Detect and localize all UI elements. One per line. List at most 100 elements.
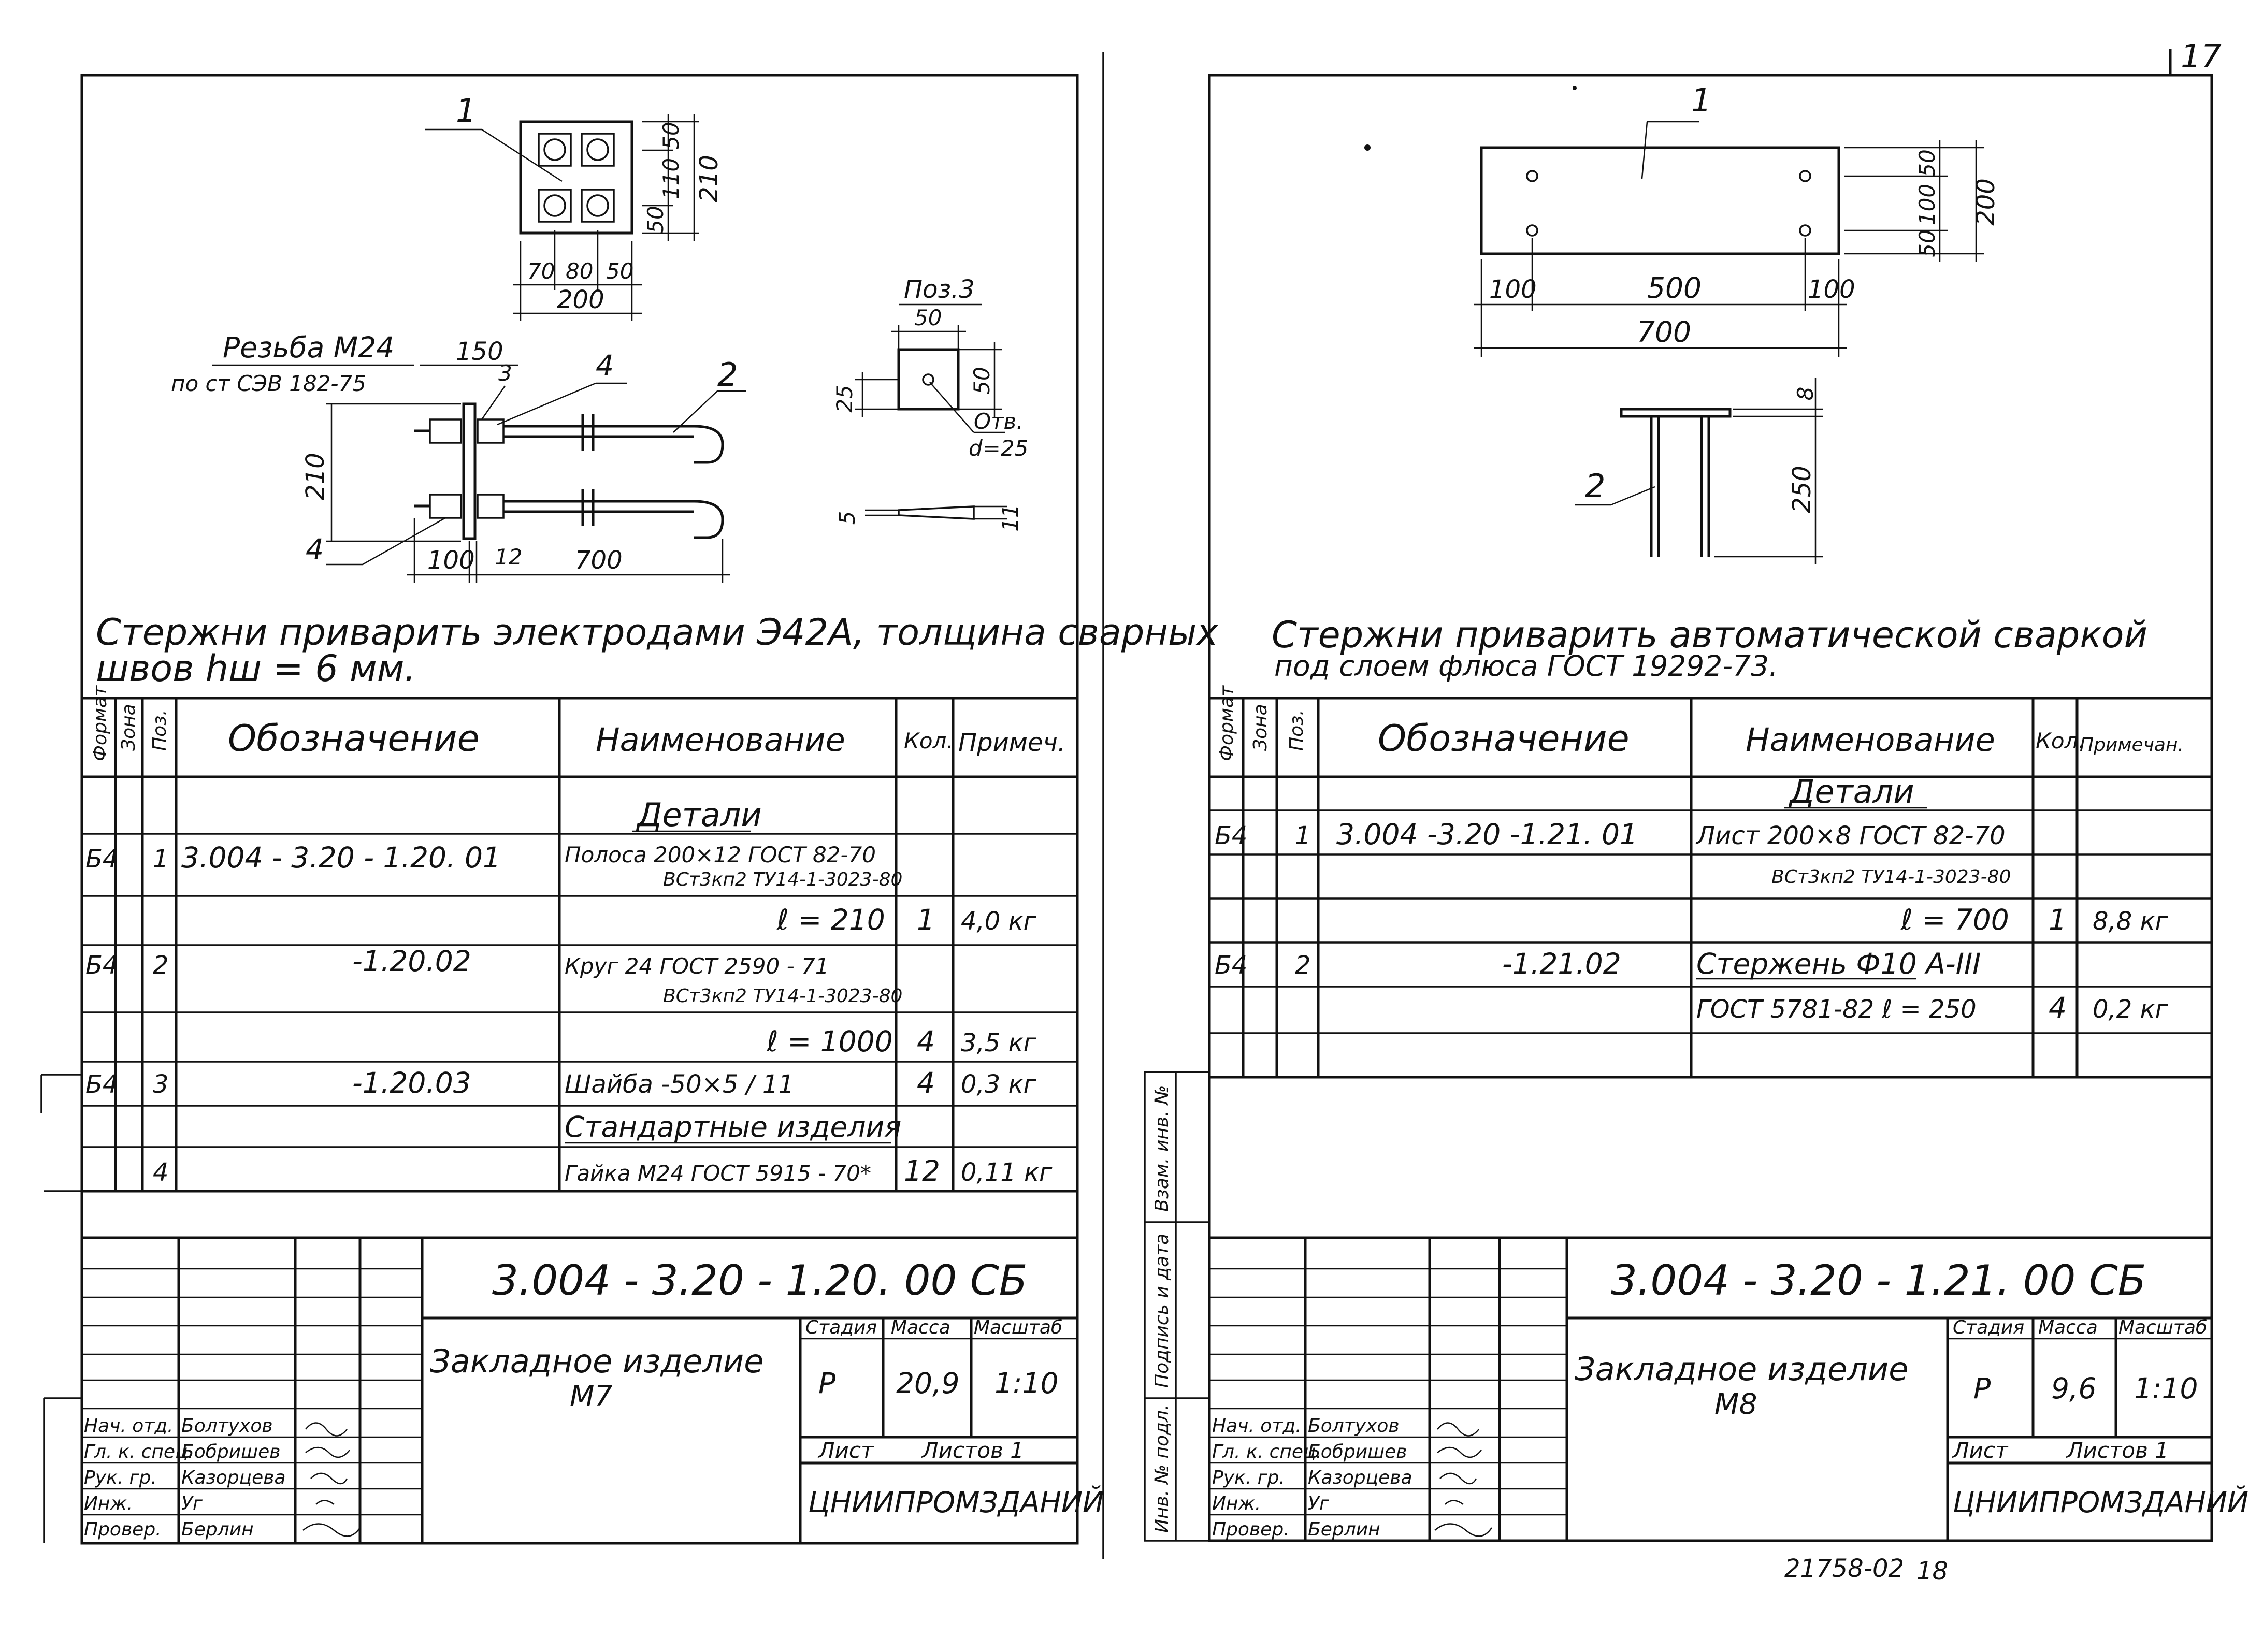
left-side-view: Резьба М24 по ст СЭВ 182-75 150 bbox=[171, 331, 746, 583]
right-row3-qty: 1 bbox=[2049, 903, 2067, 936]
left-spec-table: Формат Зона Поз. Обозначение Наименовани… bbox=[82, 685, 1077, 1193]
right-side-stamp: Взам. инв. № Подпись и дата Инв. № подл. bbox=[1144, 1071, 1210, 1542]
left-scale-head: Масштаб bbox=[974, 1317, 1062, 1338]
left-row9-note: 0,11 кг bbox=[961, 1158, 1053, 1187]
left-callout-4a: 4 bbox=[596, 349, 614, 382]
right-title-block: 3.004 - 3.20 - 1.21. 00 СБ Закладное изд… bbox=[1209, 1236, 2248, 1541]
hole-label-1: Отв. bbox=[974, 409, 1024, 434]
dim-w70: 70 bbox=[527, 258, 555, 284]
left-row1-des: 3.004 - 3.20 - 1.20. 01 bbox=[181, 841, 501, 874]
right-spec-table: Формат Зона Поз. Обозначение Наименовани… bbox=[1209, 685, 2212, 1079]
dim-p50: 50 bbox=[914, 305, 942, 330]
right-head-note: Примечан. bbox=[2080, 734, 2184, 756]
left-sheet-label: Лист bbox=[817, 1438, 874, 1463]
left-role-2: Рук. гр. bbox=[84, 1467, 157, 1488]
dim-r-d100: 100 bbox=[1914, 184, 1940, 225]
dim-s100: 100 bbox=[427, 546, 475, 575]
left-head-note: Примеч. bbox=[958, 728, 1065, 757]
hole-label-2: d=25 bbox=[969, 436, 1028, 461]
right-row4-pos: 2 bbox=[1295, 951, 1311, 980]
right-title-name-2: М8 bbox=[1714, 1387, 1757, 1421]
left-mass-head: Масса bbox=[891, 1317, 950, 1338]
left-title-name-2: М7 bbox=[570, 1380, 612, 1413]
right-sheet-num: 17 bbox=[2181, 37, 2222, 75]
right-row5-name: ГОСТ 5781-82 ℓ = 250 bbox=[1696, 995, 1977, 1024]
left-row0-name: Детали bbox=[636, 796, 762, 834]
right-row5-note: 0,2 кг bbox=[2093, 995, 2169, 1024]
left-washer-detail: Поз.3 50 50 25 Отв. d=25 bbox=[832, 275, 1028, 532]
left-role-3: Инж. bbox=[84, 1493, 133, 1514]
dim-w200: 200 bbox=[557, 285, 604, 314]
left-callout-1: 1 bbox=[456, 92, 476, 129]
speck bbox=[1364, 144, 1371, 151]
right-mass-head: Масса bbox=[2038, 1317, 2098, 1338]
bottom-code: 21758-02 bbox=[1784, 1554, 1904, 1583]
dim-r-d200: 200 bbox=[1971, 178, 2000, 226]
dim-w50: 50 bbox=[606, 258, 633, 284]
left-title-block: 3.004 - 3.20 - 1.20. 00 СБ Закладное изд… bbox=[82, 1236, 1104, 1543]
right-row3-name: ℓ = 700 bbox=[1900, 903, 2009, 936]
left-row9-pos: 4 bbox=[153, 1158, 169, 1187]
left-person-4: Берлин bbox=[181, 1519, 254, 1540]
left-head-zone: Зона bbox=[118, 704, 139, 751]
left-head-name: Наименование bbox=[596, 721, 845, 759]
left-row7-pos: 3 bbox=[153, 1070, 169, 1099]
left-row3-name: ℓ = 210 bbox=[776, 903, 885, 936]
dim-p11: 11 bbox=[998, 504, 1023, 531]
left-stage: Р bbox=[818, 1367, 836, 1400]
dim-s210: 210 bbox=[301, 453, 330, 500]
dim-s12: 12 bbox=[495, 544, 522, 570]
right-stage: Р bbox=[1973, 1372, 1991, 1405]
dim-r-d100b: 100 bbox=[1808, 275, 1855, 304]
left-head-format: Формат bbox=[90, 685, 111, 761]
right-row0-name: Детали bbox=[1788, 773, 1914, 810]
right-mass: 9,6 bbox=[2051, 1372, 2096, 1405]
right-title-code: 3.004 - 3.20 - 1.21. 00 СБ bbox=[1611, 1256, 2146, 1305]
left-row4-name: Круг 24 ГОСТ 2590 - 71 bbox=[565, 953, 829, 979]
left-row1-pos: 1 bbox=[153, 845, 169, 874]
right-head-pos: Поз. bbox=[1286, 709, 1307, 751]
right-head-qty: Кол. bbox=[2036, 728, 2085, 753]
left-row8-name: Стандартные изделия bbox=[565, 1110, 901, 1143]
left-signature-scribbles bbox=[302, 1422, 361, 1537]
left-stage-head: Стадия bbox=[805, 1317, 877, 1338]
left-role-4: Провер. bbox=[84, 1519, 162, 1540]
left-head-qty: Кол. bbox=[904, 728, 954, 753]
right-plate-view: 1 50 100 50 200 100 500 100 700 bbox=[1474, 81, 2000, 357]
left-title-code: 3.004 - 3.20 - 1.20. 00 СБ bbox=[492, 1256, 1028, 1305]
left-row4-pos: 2 bbox=[153, 951, 169, 980]
right-role-2: Рук. гр. bbox=[1212, 1467, 1285, 1488]
right-person-0: Болтухов bbox=[1308, 1415, 1400, 1437]
right-row5-qty: 4 bbox=[2049, 991, 2067, 1024]
dim-r-d700: 700 bbox=[1637, 315, 1691, 349]
dim-r-d250: 250 bbox=[1788, 466, 1817, 513]
right-person-2: Казорцева bbox=[1308, 1467, 1412, 1488]
dim-w80: 80 bbox=[566, 258, 593, 284]
dim-r-d50b: 50 bbox=[1914, 229, 1940, 257]
right-stage-head: Стадия bbox=[1953, 1317, 2024, 1338]
left-row9-qty: 12 bbox=[904, 1154, 940, 1187]
left-mass: 20,9 bbox=[896, 1367, 959, 1400]
right-signature-scribbles bbox=[1434, 1422, 1493, 1537]
right-head-format: Формат bbox=[1216, 685, 1237, 761]
left-row7-fmt: Б4 bbox=[85, 1070, 118, 1099]
left-title-name-1: Закладное изделие bbox=[430, 1342, 763, 1380]
thread-label-1: Резьба М24 bbox=[223, 331, 394, 364]
left-row7-name: Шайба -50×5 / 11 bbox=[565, 1070, 794, 1099]
right-sheet-label: Лист bbox=[1952, 1438, 2009, 1463]
left-row2-name: ВСт3кп2 ТУ14-1-3023-80 bbox=[663, 869, 902, 890]
right-person-3: Уг bbox=[1308, 1493, 1330, 1514]
left-row3-qty: 1 bbox=[917, 903, 935, 936]
left-row6-qty: 4 bbox=[917, 1025, 935, 1058]
thread-label-2: по ст СЭВ 182-75 bbox=[171, 371, 366, 396]
left-row4-fmt: Б4 bbox=[85, 951, 118, 980]
bottom-page: 18 bbox=[1916, 1557, 1948, 1586]
right-row1-des: 3.004 -3.20 -1.21. 01 bbox=[1336, 818, 1638, 851]
right-sheets-label: Листов 1 bbox=[2066, 1438, 2169, 1463]
right-note-line1: Стержни приварить автоматической сваркой bbox=[1272, 614, 2147, 656]
left-person-1: Бобришев bbox=[181, 1441, 280, 1462]
right-callout-2: 2 bbox=[1585, 467, 1605, 505]
left-row3-note: 4,0 кг bbox=[961, 907, 1037, 936]
right-role-0: Нач. отд. bbox=[1212, 1415, 1302, 1437]
